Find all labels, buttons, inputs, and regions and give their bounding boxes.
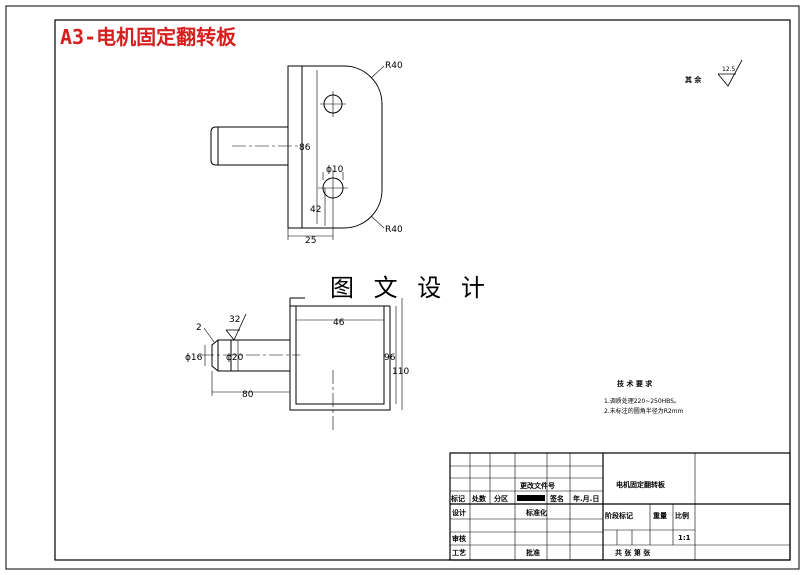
- tech-title: 技 术 要 求: [617, 379, 653, 388]
- dim-phi16: ϕ16: [185, 353, 203, 363]
- tb-part-name: 电机固定翻转板: [616, 480, 666, 489]
- roughness-value: 12.5: [722, 66, 736, 73]
- dim-r40-bottom: R40: [385, 225, 403, 235]
- title-block-frame: [449, 452, 791, 561]
- tb-check: 审核: [452, 534, 466, 543]
- dim-46: 46: [333, 318, 345, 328]
- roughness-32-symbol: [225, 313, 247, 341]
- dim-96: 96: [384, 353, 396, 363]
- tb-weight: 重量: [653, 511, 667, 520]
- dim-r40-top: R40: [385, 61, 403, 71]
- dim-80: 80: [242, 390, 254, 400]
- top-view: [210, 65, 385, 240]
- tb-label-file: 更改文件号: [520, 481, 555, 490]
- tb-label-count: 处数: [471, 494, 487, 503]
- r40-top-leader: [370, 65, 385, 79]
- inner-frame: [54, 19, 791, 561]
- front-view: [200, 297, 403, 430]
- dim-86: 86: [299, 143, 311, 153]
- tech-line-2: 2.未标注的圆角半径为R2mm: [604, 407, 684, 415]
- tech-line-1: 1.调质处理220~250HBS。: [604, 397, 680, 405]
- title-block: [449, 452, 791, 561]
- tb-label-date: 年.月.日: [573, 494, 599, 503]
- tb-filled-cell: [517, 495, 545, 501]
- dim-phi20: ϕ20: [226, 353, 244, 363]
- tb-label-zone: 分区: [494, 494, 508, 503]
- tb-scale: 1:1: [678, 534, 691, 542]
- dim-42: 42: [310, 205, 321, 215]
- roughness-symbol: [717, 59, 743, 87]
- watermark: 图 文 设 计: [330, 274, 491, 302]
- outer-border: [5, 5, 800, 570]
- tb-approve: 批准: [526, 548, 540, 557]
- tb-standardize: 标准化: [525, 508, 547, 517]
- front-shaft: [211, 339, 290, 372]
- dim-110: 110: [392, 367, 409, 377]
- roughness-32: 32: [229, 315, 240, 325]
- tb-design: 设计: [452, 508, 466, 517]
- sheet-title: A3-电机固定翻转板: [60, 25, 237, 49]
- dim-2: 2: [196, 323, 202, 333]
- dim-2-leader: [203, 327, 215, 343]
- top-shaft: [210, 126, 288, 166]
- tb-label-mark: 标记: [450, 494, 465, 503]
- tb-scale-label: 比例: [675, 511, 689, 520]
- tb-label-sign: 签名: [549, 494, 564, 503]
- top-plate: [287, 65, 383, 229]
- tb-stage-mark: 阶段标记: [605, 511, 633, 520]
- r40-bottom-leader: [370, 215, 385, 229]
- dim-phi10: ϕ10: [326, 165, 344, 175]
- dim-25: 25: [305, 236, 316, 246]
- roughness-label: 其 余: [685, 75, 702, 84]
- front-plate-outer: [289, 297, 391, 411]
- tb-process: 工艺: [452, 548, 466, 557]
- tb-sheets: 共 张 第 张: [615, 548, 651, 557]
